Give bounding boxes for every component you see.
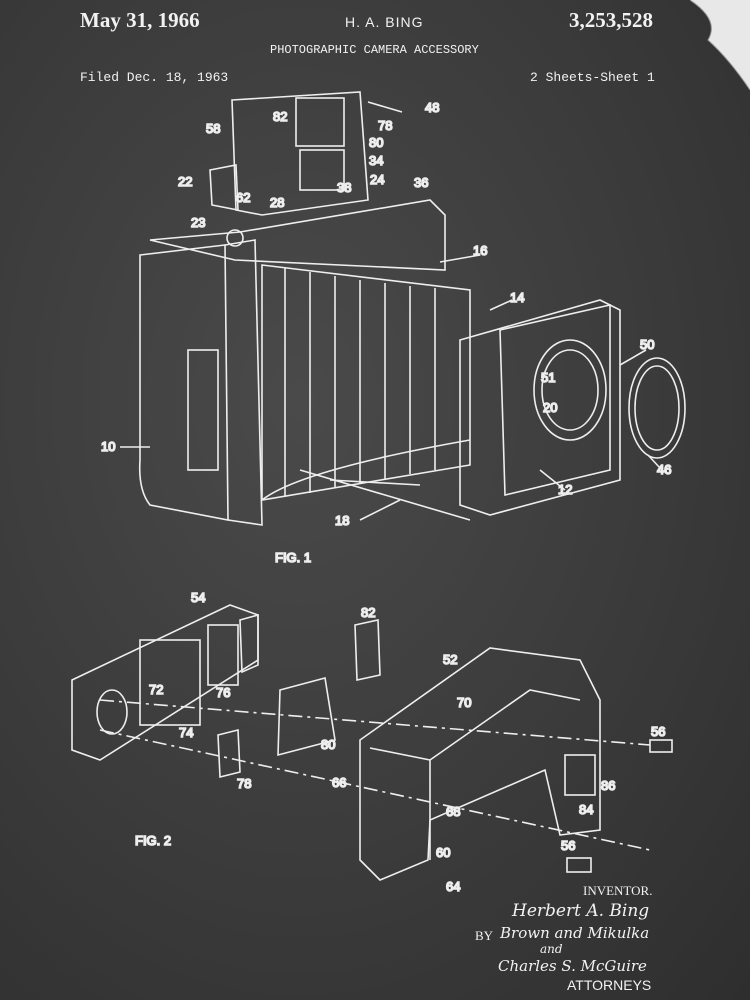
- ref-numeral: 48: [425, 100, 439, 115]
- ref-numeral: 82: [361, 605, 375, 620]
- ref-numeral: 16: [473, 243, 487, 258]
- ref-numeral: 56: [561, 838, 575, 853]
- attorney-signature-1: Brown and Mikulka: [500, 924, 650, 942]
- ref-numeral: 24: [370, 172, 384, 187]
- inventor-name: H. A. BING: [345, 14, 424, 30]
- ref-numeral: 80: [369, 135, 383, 150]
- ref-numeral: 51: [541, 370, 555, 385]
- ref-numeral: 58: [206, 121, 220, 136]
- attorney-and: and: [540, 942, 563, 956]
- ref-numeral: 54: [191, 590, 205, 605]
- reference-numerals: 48 82 78 58 80 34 22 62 38 24 36 28 23 1…: [100, 99, 672, 895]
- ref-numeral: 78: [378, 118, 392, 133]
- filed-date: Filed Dec. 18, 1963: [80, 70, 229, 85]
- ref-numeral: 64: [446, 879, 460, 894]
- ref-numeral: 62: [236, 190, 250, 205]
- ref-numeral: 28: [270, 195, 284, 210]
- sheet-count: 2 Sheets-Sheet 1: [530, 70, 655, 85]
- ref-numeral: 78: [237, 776, 251, 791]
- inventor-label: INVENTOR.: [583, 883, 653, 898]
- ref-numeral: 23: [191, 215, 205, 230]
- ref-numeral: 14: [510, 290, 524, 305]
- ref-numeral: 34: [369, 153, 383, 168]
- by-label: BY: [475, 928, 494, 943]
- inventor-signature: Herbert A. Bing: [512, 901, 650, 921]
- page-curl: [690, 0, 750, 90]
- ref-numeral: 56: [651, 724, 665, 739]
- patent-number: 3,253,528: [569, 8, 653, 32]
- ref-numeral: 22: [178, 174, 192, 189]
- ref-numeral: 72: [149, 682, 163, 697]
- fig1-label: FIG. 1: [275, 550, 311, 565]
- ref-numeral: 38: [337, 180, 351, 195]
- attorney-signature-2: Charles S. McGuire: [498, 957, 647, 975]
- ref-numeral: 76: [216, 685, 230, 700]
- ref-numeral: 68: [446, 804, 460, 819]
- ref-numeral: 80: [321, 737, 335, 752]
- fig1-camera: [120, 91, 686, 526]
- ref-numeral: 82: [273, 109, 287, 124]
- ref-numeral: 18: [335, 513, 349, 528]
- ref-numeral: 36: [414, 175, 428, 190]
- patent-title: PHOTOGRAPHIC CAMERA ACCESSORY: [270, 43, 479, 57]
- ref-numeral: 74: [179, 725, 193, 740]
- patent-date: May 31, 1966: [80, 8, 200, 32]
- ref-numeral: 46: [657, 462, 671, 477]
- fig2-exploded-view: [71, 604, 673, 881]
- ref-numeral: 70: [457, 695, 471, 710]
- ref-numeral: 50: [640, 337, 654, 352]
- ref-numeral: 84: [579, 802, 593, 817]
- attorneys-label: ATTORNEYS: [567, 977, 652, 993]
- ref-numeral: 66: [332, 775, 346, 790]
- ref-numeral: 52: [443, 652, 457, 667]
- ref-numeral: 10: [101, 439, 115, 454]
- ref-numeral: 60: [436, 845, 450, 860]
- ref-numeral: 12: [558, 482, 572, 497]
- ref-numeral: 20: [543, 400, 557, 415]
- ref-numeral: 86: [601, 778, 615, 793]
- fig2-label: FIG. 2: [135, 833, 171, 848]
